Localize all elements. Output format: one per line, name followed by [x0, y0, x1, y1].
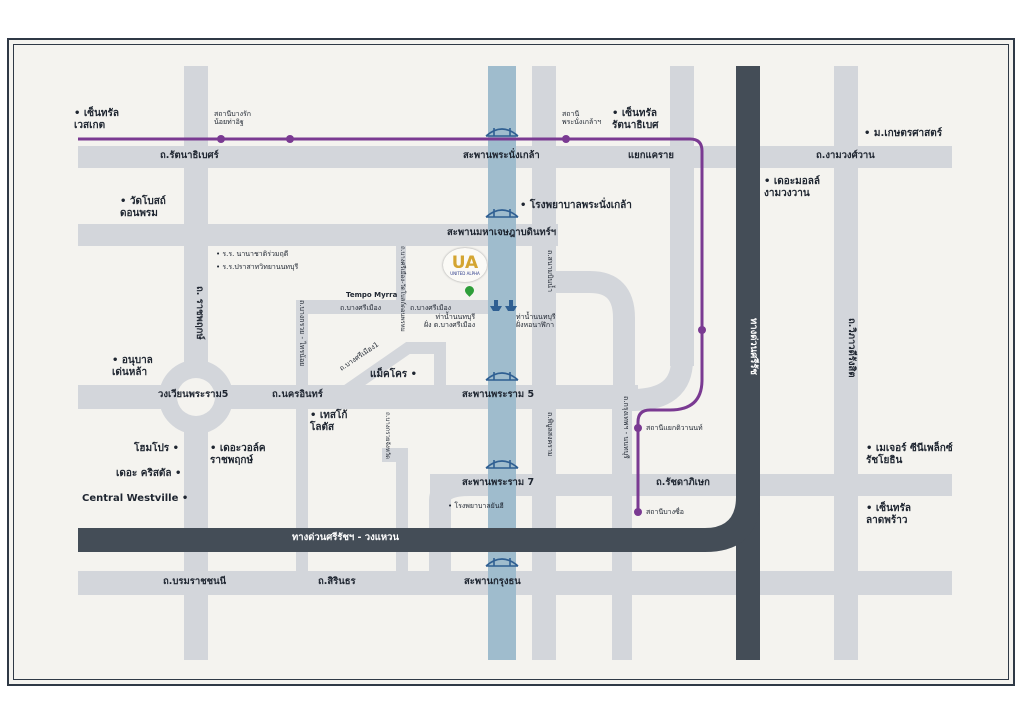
- place-school-1: ร.ร. นานาชาติร่วมฤดี: [216, 250, 288, 258]
- station-dot-3: [562, 135, 570, 143]
- label-bridge-rama7: สะพานพระราม 7: [462, 477, 535, 488]
- road-curve-sanambin: [544, 271, 635, 400]
- place-lotus: เทสโก้ โลตัส: [310, 410, 347, 433]
- place-hospital-yanhee: โรงพยาบาลยันฮี: [448, 502, 503, 510]
- logo-mark: UA: [451, 252, 479, 273]
- label-small-soi-1: ถ.บางศรีเมือง-วัดโบสถ์ดอนพรหม: [399, 246, 406, 332]
- place-tempo: Tempo Myrra: [346, 291, 398, 299]
- place-homepro: โฮมโปร: [134, 443, 179, 455]
- label-pier-east: ท่าน้ำนนทบุรี ฝั่งหอนาฬิกา: [516, 313, 556, 330]
- place-central-ladprao: เซ็นทรัล ลาดพร้าว: [866, 503, 911, 526]
- place-the-mall: เดอะมอลล์ งามวงวาน: [764, 176, 820, 199]
- station-dot-4: [698, 326, 706, 334]
- label-bridge-phra-nang-klao: สะพานพระนั่งเกล้า: [463, 150, 540, 161]
- label-krung-thep-nonthaburi: ถ.กรุงเทพฯ - นนทบุรี: [622, 396, 630, 459]
- label-phibun: ถ.พิบูลสงคราม: [546, 412, 554, 457]
- road-phibun: [532, 66, 556, 660]
- label-ngam-wong-wan: ถ.งามวงศ์วาน: [816, 150, 875, 161]
- road-kasetsart-link: [934, 146, 952, 168]
- boat-icon-west: [490, 300, 502, 311]
- place-central-westgate: เซ็นทรัล เวสเกต: [74, 108, 119, 131]
- bridge-icon-4: [485, 460, 519, 469]
- boat-icon-east: [505, 300, 517, 311]
- place-major-rachayothin: เมเจอร์ ซีนีเพล็กซ์ รัชโยธิน: [866, 443, 953, 466]
- station-dot-5: [634, 424, 642, 432]
- road-soi-vertical-1: [396, 242, 406, 314]
- label-bridge-rama5: สะพานพระราม 5: [462, 389, 535, 400]
- label-station-tiwanon: สถานีแยกติวานนท์: [646, 424, 703, 432]
- road-bang-kruai: [296, 300, 308, 590]
- station-dot-6: [634, 508, 642, 516]
- label-rama5-circle: วงเวียนพระราม5: [158, 389, 229, 400]
- place-kindergarten: อนุบาล เด่นหล้า: [112, 355, 153, 378]
- label-sirindhorn: ถ.สิรินธร: [318, 576, 356, 587]
- label-ratanathibet: ถ.รัตนาธิเบศร์: [160, 150, 219, 161]
- place-school-2: ร.ร.ปราสาทวิทยานนทบุรี: [216, 263, 298, 271]
- roundabout-rama5: [159, 360, 233, 434]
- label-khae-rai: แยกแคราย: [628, 150, 674, 161]
- label-ratchadaphisek: ถ.รัชดาภิเษก: [656, 477, 710, 488]
- project-logo: UA UNITED ALPHA: [443, 248, 487, 282]
- station-dot-1: [217, 135, 225, 143]
- label-expressway-ring: ทางด่วนศรีรัชฯ - วงแหวน: [292, 532, 399, 543]
- road-pracharat: [670, 66, 694, 366]
- metro-line-purple: [78, 137, 704, 512]
- label-station-nonthaburi1: สถานีบางรัก น้อยท่าอิฐ: [214, 110, 252, 127]
- place-makro: แม็คโคร: [370, 369, 417, 381]
- bridge-icon-3: [485, 372, 519, 381]
- place-kasetsart: ม.เกษตรศาสตร์: [864, 128, 942, 140]
- bridge-icon-2: [485, 209, 519, 218]
- place-central-rattanathibet: เซ็นทรัล รัตนาธิเบศ: [612, 108, 659, 131]
- label-nakhon-in: ถ.นครอินทร์: [272, 389, 323, 400]
- label-expressway-si-rat: ทางด่วนศรีรัช: [748, 318, 759, 375]
- road-krung-thep-nonthaburi: [612, 390, 632, 660]
- label-bang-kruai: ถ.บางกรวย - ไทรน้อย: [298, 300, 306, 367]
- logo-sub: UNITED ALPHA: [450, 270, 480, 276]
- label-station-phra-nang-klao: สถานี พระนั่งเกล้าฯ: [562, 110, 602, 127]
- road-curve-rama7: [429, 474, 471, 590]
- road-soi-vertical-3: [396, 448, 408, 574]
- bridge-icon-5: [485, 558, 519, 567]
- label-small-soi-2: ถ.บางกรวยจังหวัด: [384, 412, 391, 460]
- label-bang-si-mueang: ถ.บางศรีเมือง: [340, 304, 382, 312]
- label-bridge-maha-chesada: สะพานมหาเจษฎาบดินทร์ฯ: [447, 227, 557, 238]
- label-wiphawadi: ถ.วิภาวดีรังสิต: [846, 318, 857, 378]
- place-central-westville: Central Westville: [82, 493, 188, 505]
- place-the-walk: เดอะวอล์ค ราชพฤกษ์: [210, 443, 266, 466]
- label-ratchaphruek: ถ. ราชพฤกษ์: [194, 286, 205, 340]
- place-wat-bot: วัดโบสถ์ ดอนพรม: [120, 196, 166, 219]
- label-station-bang-sue: สถานีบางซื่อ: [646, 508, 684, 516]
- label-sanam-bin-nam: ถ.สนามบินน้ำ: [546, 250, 554, 293]
- station-dot-2: [286, 135, 294, 143]
- road-wiphawadi: [834, 66, 858, 660]
- map-frame-inner: [13, 44, 1009, 680]
- label-bang-si-mueang-river: ถ.บางศรีเมือง: [410, 304, 452, 312]
- label-bridge-krung-thon: สะพานกรุงธน: [464, 576, 521, 587]
- label-borommaratchachonnani: ถ.บรมราชชนนี: [163, 576, 227, 587]
- bridge-icon-1: [485, 128, 519, 137]
- road-rama7: [430, 474, 952, 496]
- place-the-crystal: เดอะ คริสตัล: [116, 468, 181, 480]
- place-hospital-nang-klao: โรงพยาบาลพระนั่งเกล้า: [520, 200, 632, 212]
- label-pier-west: ท่าน้ำนนทบุรี ฝั่ง ต.บางศรีเมือง: [424, 313, 476, 330]
- road-curve-pracharat: [631, 359, 693, 411]
